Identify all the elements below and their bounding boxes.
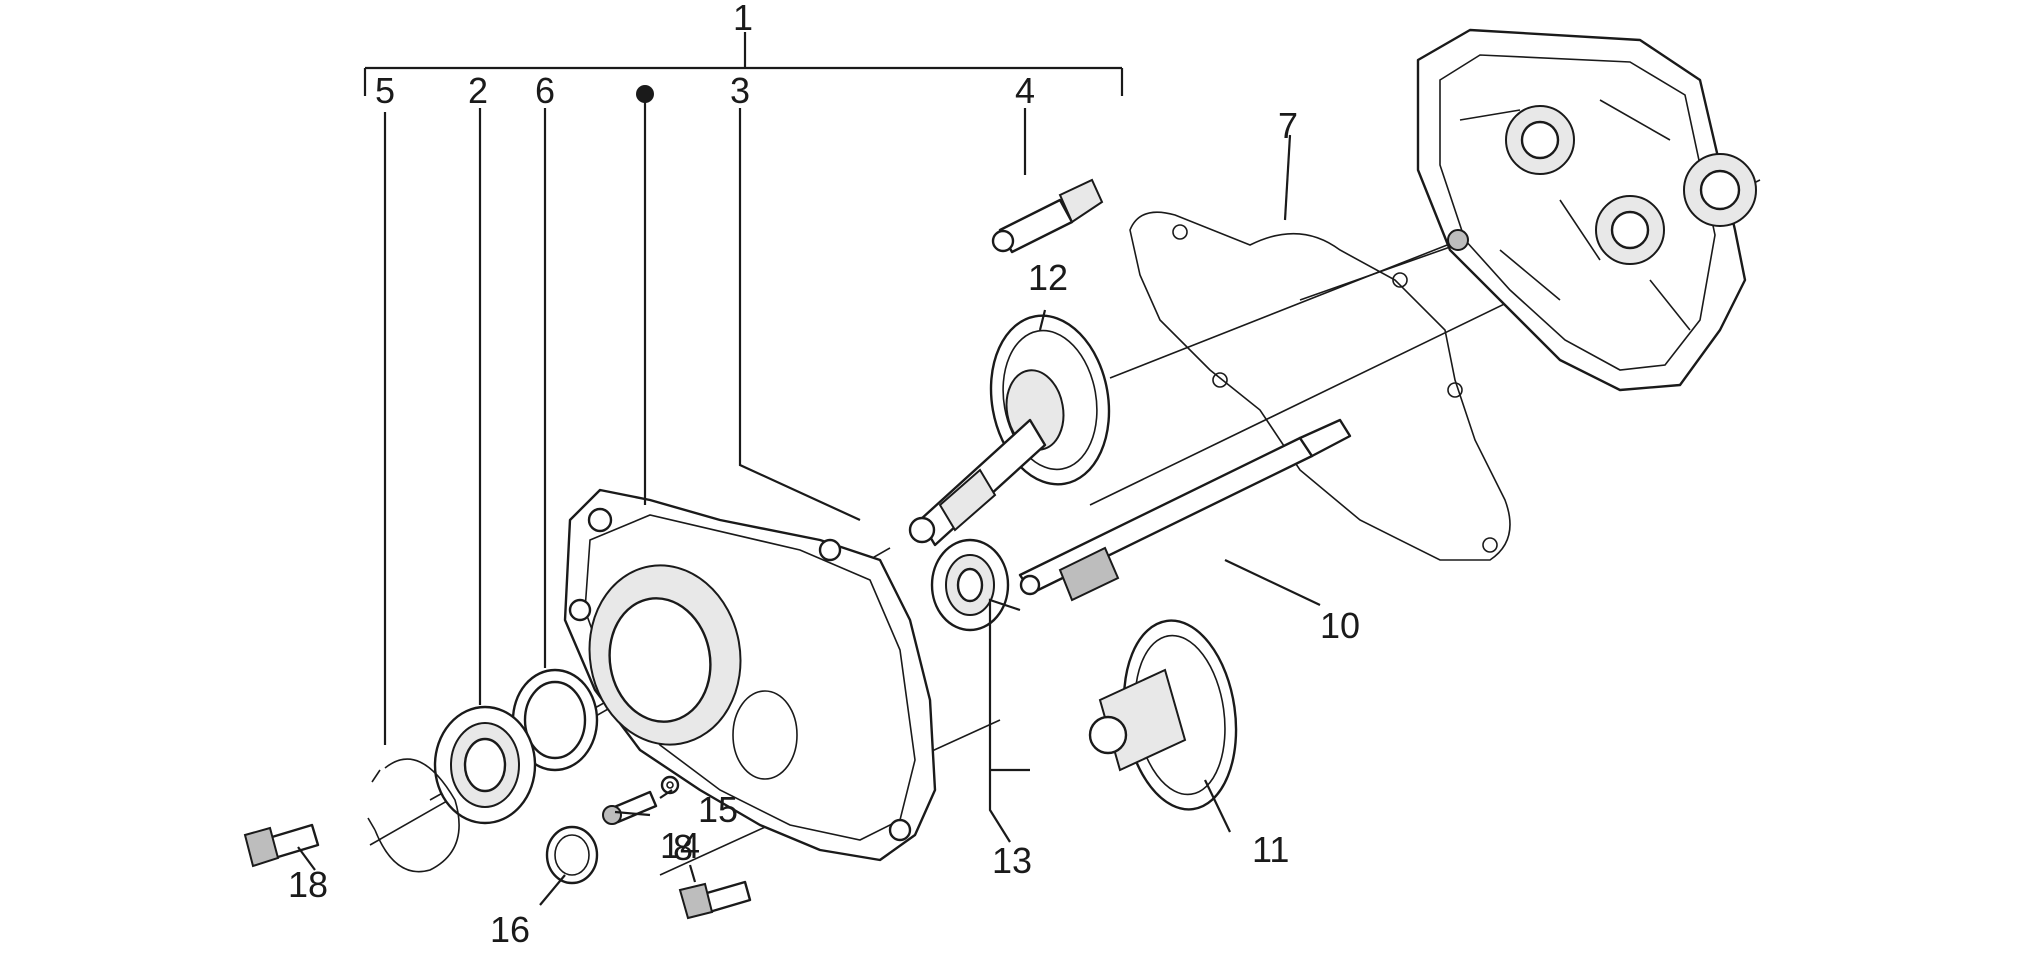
speedometer-drive-4 bbox=[991, 178, 1104, 254]
callout-labels: 1 5 2 6 3 4 7 12 10 11 13 15 14 18 16 8 bbox=[288, 0, 1360, 950]
callout-12: 12 bbox=[1028, 257, 1068, 298]
callout-18: 18 bbox=[288, 864, 328, 905]
callout-10: 10 bbox=[1320, 605, 1360, 646]
output-shaft bbox=[1018, 418, 1352, 602]
bearing-2 bbox=[433, 705, 537, 825]
callout-8: 8 bbox=[673, 827, 693, 868]
bolt-18 bbox=[243, 823, 320, 868]
washer-15 bbox=[660, 775, 680, 795]
callout-11: 11 bbox=[1252, 829, 1289, 870]
seal-ring-6 bbox=[511, 668, 599, 772]
plug-16 bbox=[545, 825, 599, 885]
callout-5: 5 bbox=[375, 70, 395, 111]
leader-lines bbox=[297, 96, 1321, 906]
gearbox-housing bbox=[1416, 28, 1757, 392]
callout-15: 15 bbox=[698, 789, 738, 830]
callout-3: 3 bbox=[730, 70, 750, 111]
bolt-8 bbox=[678, 880, 752, 920]
callout-6: 6 bbox=[535, 70, 555, 111]
gear-11 bbox=[1088, 619, 1238, 811]
callout-7: 7 bbox=[1278, 105, 1298, 146]
group-bracket bbox=[363, 32, 1124, 96]
callout-4: 4 bbox=[1015, 70, 1035, 111]
gasket bbox=[1129, 211, 1511, 561]
transmission-cover bbox=[563, 488, 937, 862]
screw-14 bbox=[602, 790, 658, 825]
circlip-5 bbox=[367, 758, 460, 873]
marker-bullet bbox=[636, 85, 654, 103]
callout-16: 16 bbox=[490, 909, 530, 950]
callout-13: 13 bbox=[992, 840, 1032, 881]
callout-14: 14 bbox=[660, 825, 700, 866]
bearing-13 bbox=[930, 538, 1010, 632]
callout-1: 1 bbox=[733, 0, 753, 38]
gear-12 bbox=[908, 314, 1111, 547]
callout-2: 2 bbox=[468, 70, 488, 111]
